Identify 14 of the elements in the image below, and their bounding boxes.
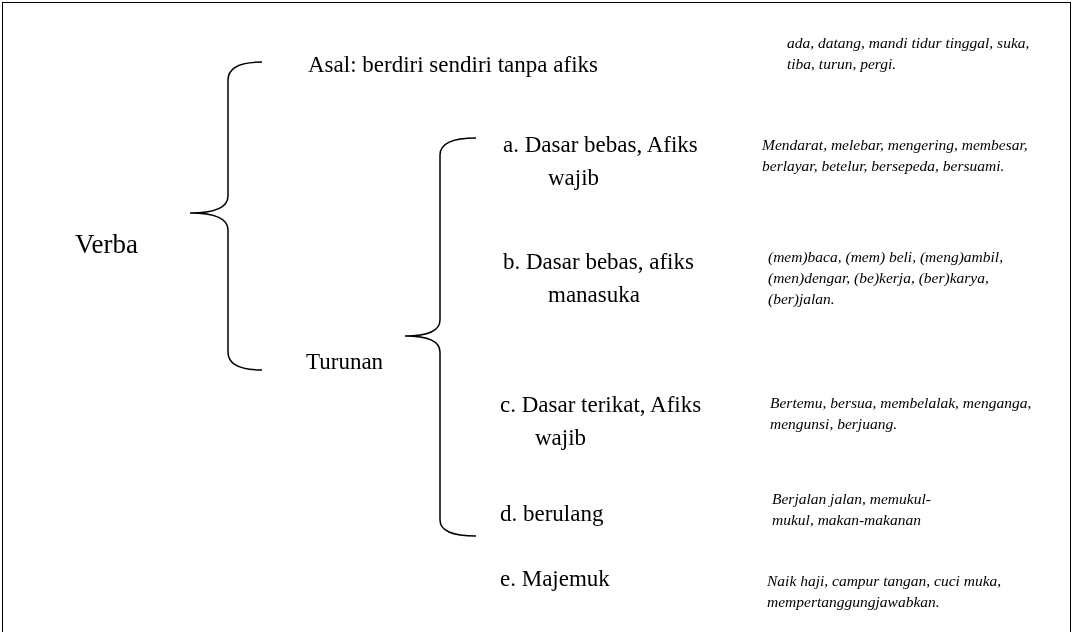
category-label: Turunan bbox=[306, 348, 384, 376]
example-words: Berjalan jalan, memukul- mukul, makan-makanan bbox=[772, 489, 932, 530]
example-words: Bertemu, bersua, membelalak, menganga, mengunsi, berjuang. bbox=[770, 393, 1033, 434]
category-label: Asal: berdiri sendiri tanpa afiks bbox=[308, 51, 598, 79]
category-label: a. Dasar bebas, Afiks wajib bbox=[503, 131, 699, 192]
category-label: e. Majemuk bbox=[500, 565, 610, 593]
category-label: d. berulang bbox=[500, 500, 604, 528]
example-words: ada, datang, mandi tidur tinggal, suka, tiba, turun, pergi. bbox=[787, 33, 1031, 74]
category-label: c. Dasar terikat, Afiks wajib bbox=[500, 391, 703, 452]
category-label: b. Dasar bebas, afiks manasuka bbox=[503, 248, 695, 309]
example-words: (mem)baca, (mem) beli, (meng)ambil, (men)dengar, (be)kerja, (ber)karya, (ber)jalan. bbox=[768, 247, 1004, 309]
category-label: Verba bbox=[75, 228, 138, 261]
example-words: Mendarat, melebar, mengering, membesar, berlayar, betelur, bersepeda, bersuami. bbox=[762, 135, 1029, 176]
example-words: Naik haji, campur tangan, cuci muka, mempertanggungjawabkan. bbox=[767, 571, 1003, 612]
